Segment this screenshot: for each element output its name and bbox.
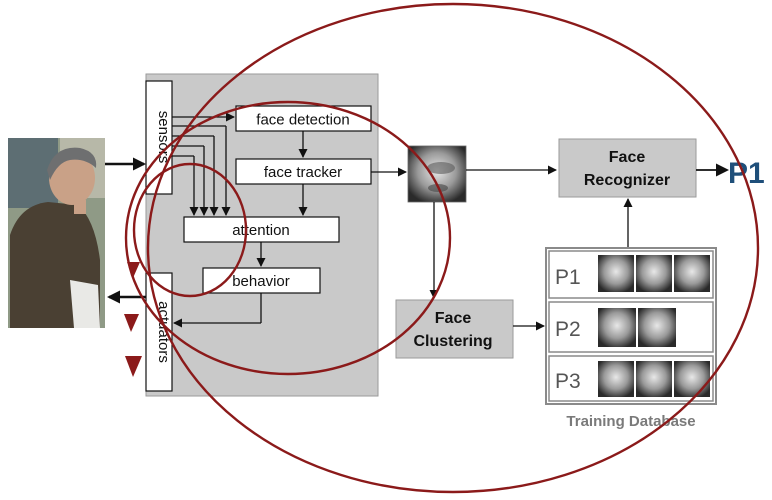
face-recognizer-line2: Recognizer bbox=[584, 172, 670, 189]
face-thumbnail bbox=[598, 308, 636, 347]
face-tracker-label: face tracker bbox=[264, 164, 342, 181]
face-detection-box: face detection bbox=[235, 105, 372, 132]
middle-loop bbox=[124, 100, 452, 376]
inner-loop-arrowhead bbox=[127, 262, 140, 278]
training-database: P1 P2 P3 bbox=[545, 247, 717, 405]
face-detection-label: face detection bbox=[256, 112, 349, 129]
face-tracker-box: face tracker bbox=[235, 158, 372, 185]
loop-arrowheads bbox=[124, 262, 142, 377]
feedback-loops bbox=[124, 2, 760, 494]
face-clustering-line1: Face bbox=[435, 310, 472, 327]
database-row-label: P1 bbox=[555, 266, 581, 289]
behavior-label: behavior bbox=[232, 273, 290, 290]
face-thumbnail bbox=[636, 361, 672, 397]
face-thumbnail bbox=[598, 255, 634, 292]
face-thumbnail bbox=[674, 361, 710, 397]
sensors-box: sensors bbox=[145, 80, 173, 195]
face-recognizer-line1: Face bbox=[609, 149, 646, 166]
face-clustering-line2: Clustering bbox=[413, 333, 492, 350]
person-photo bbox=[8, 138, 105, 328]
database-row: P3 bbox=[548, 355, 714, 402]
attention-label: attention bbox=[232, 222, 290, 239]
face-thumbnail bbox=[598, 361, 634, 397]
sensors-label: sensors bbox=[155, 111, 172, 164]
middle-loop-arrowhead bbox=[124, 314, 139, 332]
outer-loop-arrowhead bbox=[125, 356, 142, 377]
face-recognizer-box: Face Recognizer bbox=[558, 138, 697, 198]
behavior-box: behavior bbox=[202, 267, 321, 294]
database-row: P1 bbox=[548, 250, 714, 299]
face-thumbnail bbox=[674, 255, 710, 292]
attention-box: attention bbox=[183, 216, 340, 243]
database-row-label: P3 bbox=[555, 370, 581, 393]
database-row: P2 bbox=[548, 301, 714, 353]
face-thumbnail bbox=[636, 255, 672, 292]
face-clustering-box: Face Clustering bbox=[395, 299, 514, 359]
face-thumbnail bbox=[638, 308, 676, 347]
database-row-label: P2 bbox=[555, 318, 581, 341]
outer-loop bbox=[146, 2, 760, 494]
output-label: P1 bbox=[728, 157, 765, 190]
inner-loop bbox=[132, 162, 248, 298]
